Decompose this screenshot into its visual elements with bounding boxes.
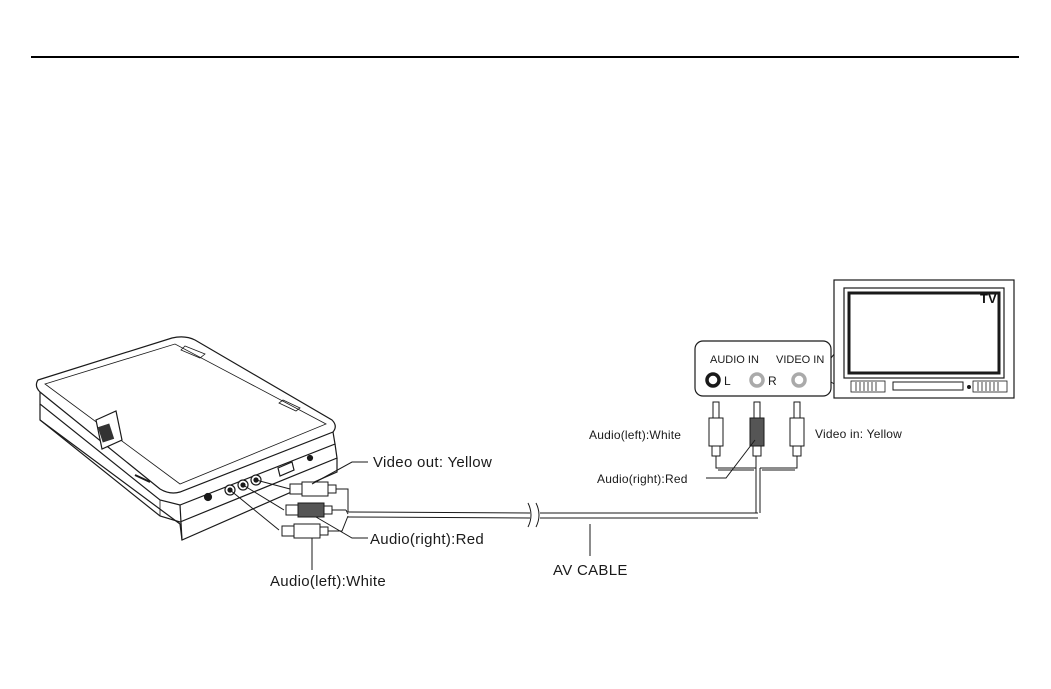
tv-speaker-right [973, 381, 1007, 392]
video-in-label: VIDEO IN [776, 354, 824, 366]
audio-in-left-jack [707, 374, 719, 386]
player-plug-yellow [290, 482, 336, 496]
tv-speaker-left [851, 381, 885, 392]
tv-audio-right-label: Audio(right):Red [597, 472, 688, 486]
audio-in-right-jack [751, 374, 763, 386]
audio-in-label: AUDIO IN [710, 354, 759, 366]
player-audio-right-label: Audio(right):Red [370, 531, 484, 548]
player-audio-left-label: Audio(left):White [270, 573, 386, 590]
tv-label: TV [980, 291, 997, 306]
av-cable-label: AV CABLE [553, 562, 628, 579]
player-video-out-label: Video out: Yellow [373, 454, 492, 471]
tv-cable-fanout [716, 455, 797, 513]
left-channel-label: L [724, 374, 731, 388]
tv-plug-white [709, 402, 723, 456]
tv-audio-left-label: Audio(left):White [589, 428, 681, 442]
tv-plug-yellow [790, 402, 804, 456]
player-plug-white [282, 524, 328, 538]
right-channel-label: R [768, 374, 777, 388]
player-plug-red [286, 503, 332, 517]
video-in-jack [793, 374, 805, 386]
av-cable [348, 503, 758, 556]
tv-video-in-label: Video in: Yellow [815, 427, 902, 441]
tv-plug-red [750, 402, 764, 456]
